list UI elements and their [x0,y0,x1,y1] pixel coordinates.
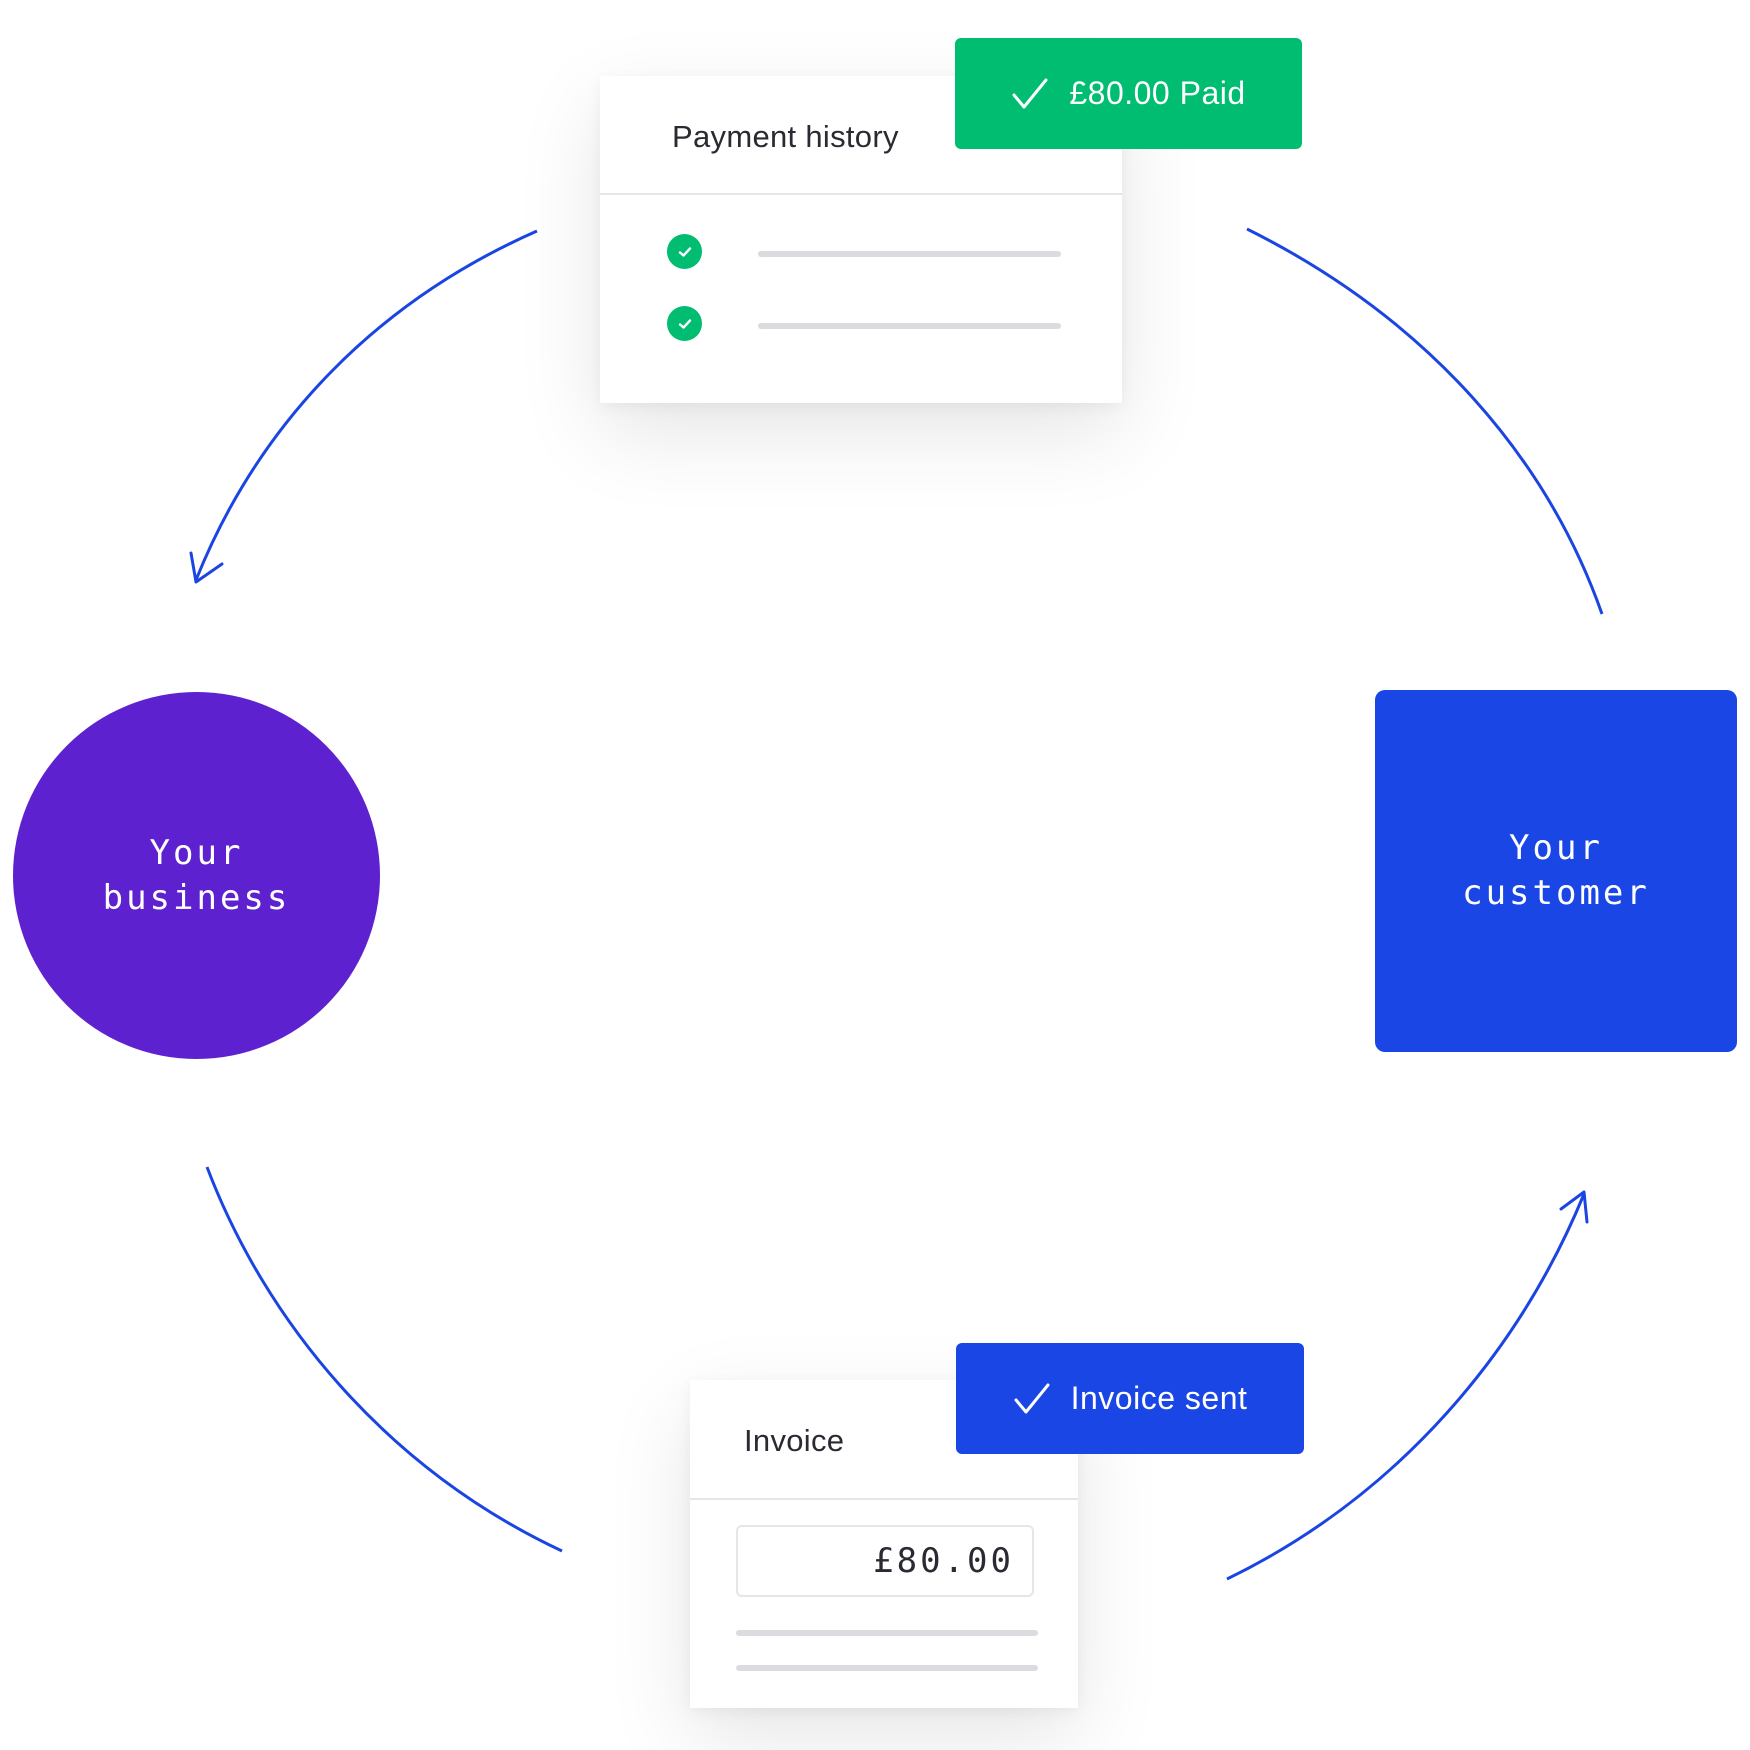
arrow-history-to-business [194,229,538,581]
business-label-line-1: Your [149,832,244,873]
history-row-line [758,323,1061,329]
your-business-node: Your business [13,692,380,1059]
checkmark-icon [1013,1382,1051,1416]
arrowhead-business [189,551,224,584]
history-row-line [758,251,1061,257]
customer-label: Your customer [1462,826,1650,916]
card-divider [690,1498,1078,1500]
paid-badge: £80.00 Paid [955,38,1302,149]
payment-history-card: Payment history [600,76,1122,403]
check-circle-icon [667,234,702,269]
arrow-customer-to-history [1246,227,1604,615]
business-label-line-2: business [102,877,291,918]
invoice-line [736,1665,1038,1671]
invoice-sent-label: Invoice sent [1070,1380,1248,1416]
payment-history-title: Payment history [672,119,899,154]
card-divider [600,193,1122,195]
invoice-amount-field: £80.00 [736,1525,1034,1597]
your-customer-node: Your customer [1375,690,1737,1052]
paid-badge-label: £80.00 Paid [1069,75,1246,111]
customer-label-line-2: customer [1462,873,1650,913]
invoice-line [736,1630,1038,1636]
checkmark-icon [1011,77,1049,111]
arrowhead-customer [1559,1190,1589,1224]
business-label: Your business [103,831,291,921]
customer-label-line-1: Your [1509,828,1603,868]
check-circle-icon [667,306,702,341]
invoice-title: Invoice [744,1423,845,1458]
arrow-business-to-invoice [205,1166,563,1553]
invoice-sent-badge: Invoice sent [956,1343,1304,1454]
